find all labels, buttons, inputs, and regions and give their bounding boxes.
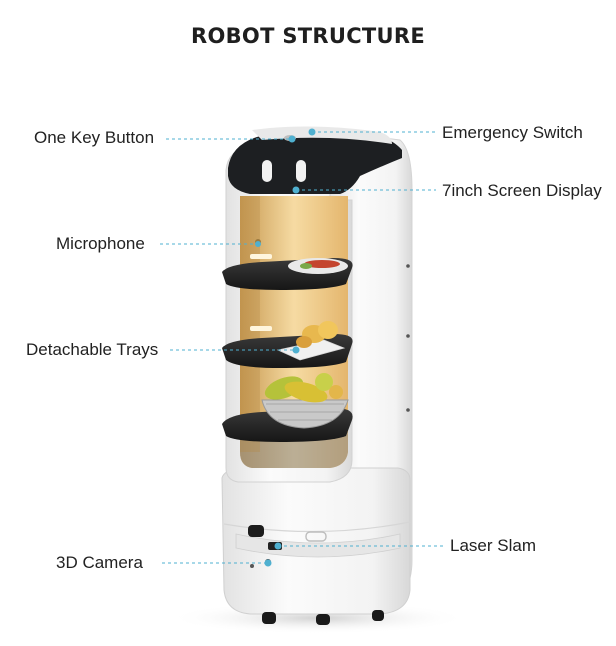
- wheel-left: [262, 612, 276, 624]
- label-3d-camera: 3D Camera: [56, 553, 143, 572]
- robot-eye-right: [296, 160, 306, 182]
- leader-end-dots: [255, 128, 316, 567]
- light-strip-2: [250, 326, 272, 331]
- label-screen-display: 7inch Screen Display: [442, 181, 602, 200]
- label-emergency-switch: Emergency Switch: [442, 123, 583, 142]
- wheel-middle: [316, 614, 330, 625]
- fruit-basket: [261, 399, 349, 429]
- label-one-key-button: One Key Button: [34, 128, 155, 147]
- base-sensor-band: [235, 533, 401, 558]
- light-strip-1: [250, 254, 272, 259]
- label-microphone: Microphone: [56, 234, 145, 253]
- base-indicator: [305, 531, 327, 542]
- camera-window: [248, 525, 264, 537]
- diagram-title: ROBOT STRUCTURE: [191, 24, 425, 48]
- label-detachable-trays: Detachable Trays: [26, 340, 159, 359]
- label-laser-slam: Laser Slam: [450, 536, 536, 555]
- wheel-right: [372, 610, 384, 621]
- leader-lines: [160, 131, 444, 564]
- robot-eye-left: [262, 160, 272, 182]
